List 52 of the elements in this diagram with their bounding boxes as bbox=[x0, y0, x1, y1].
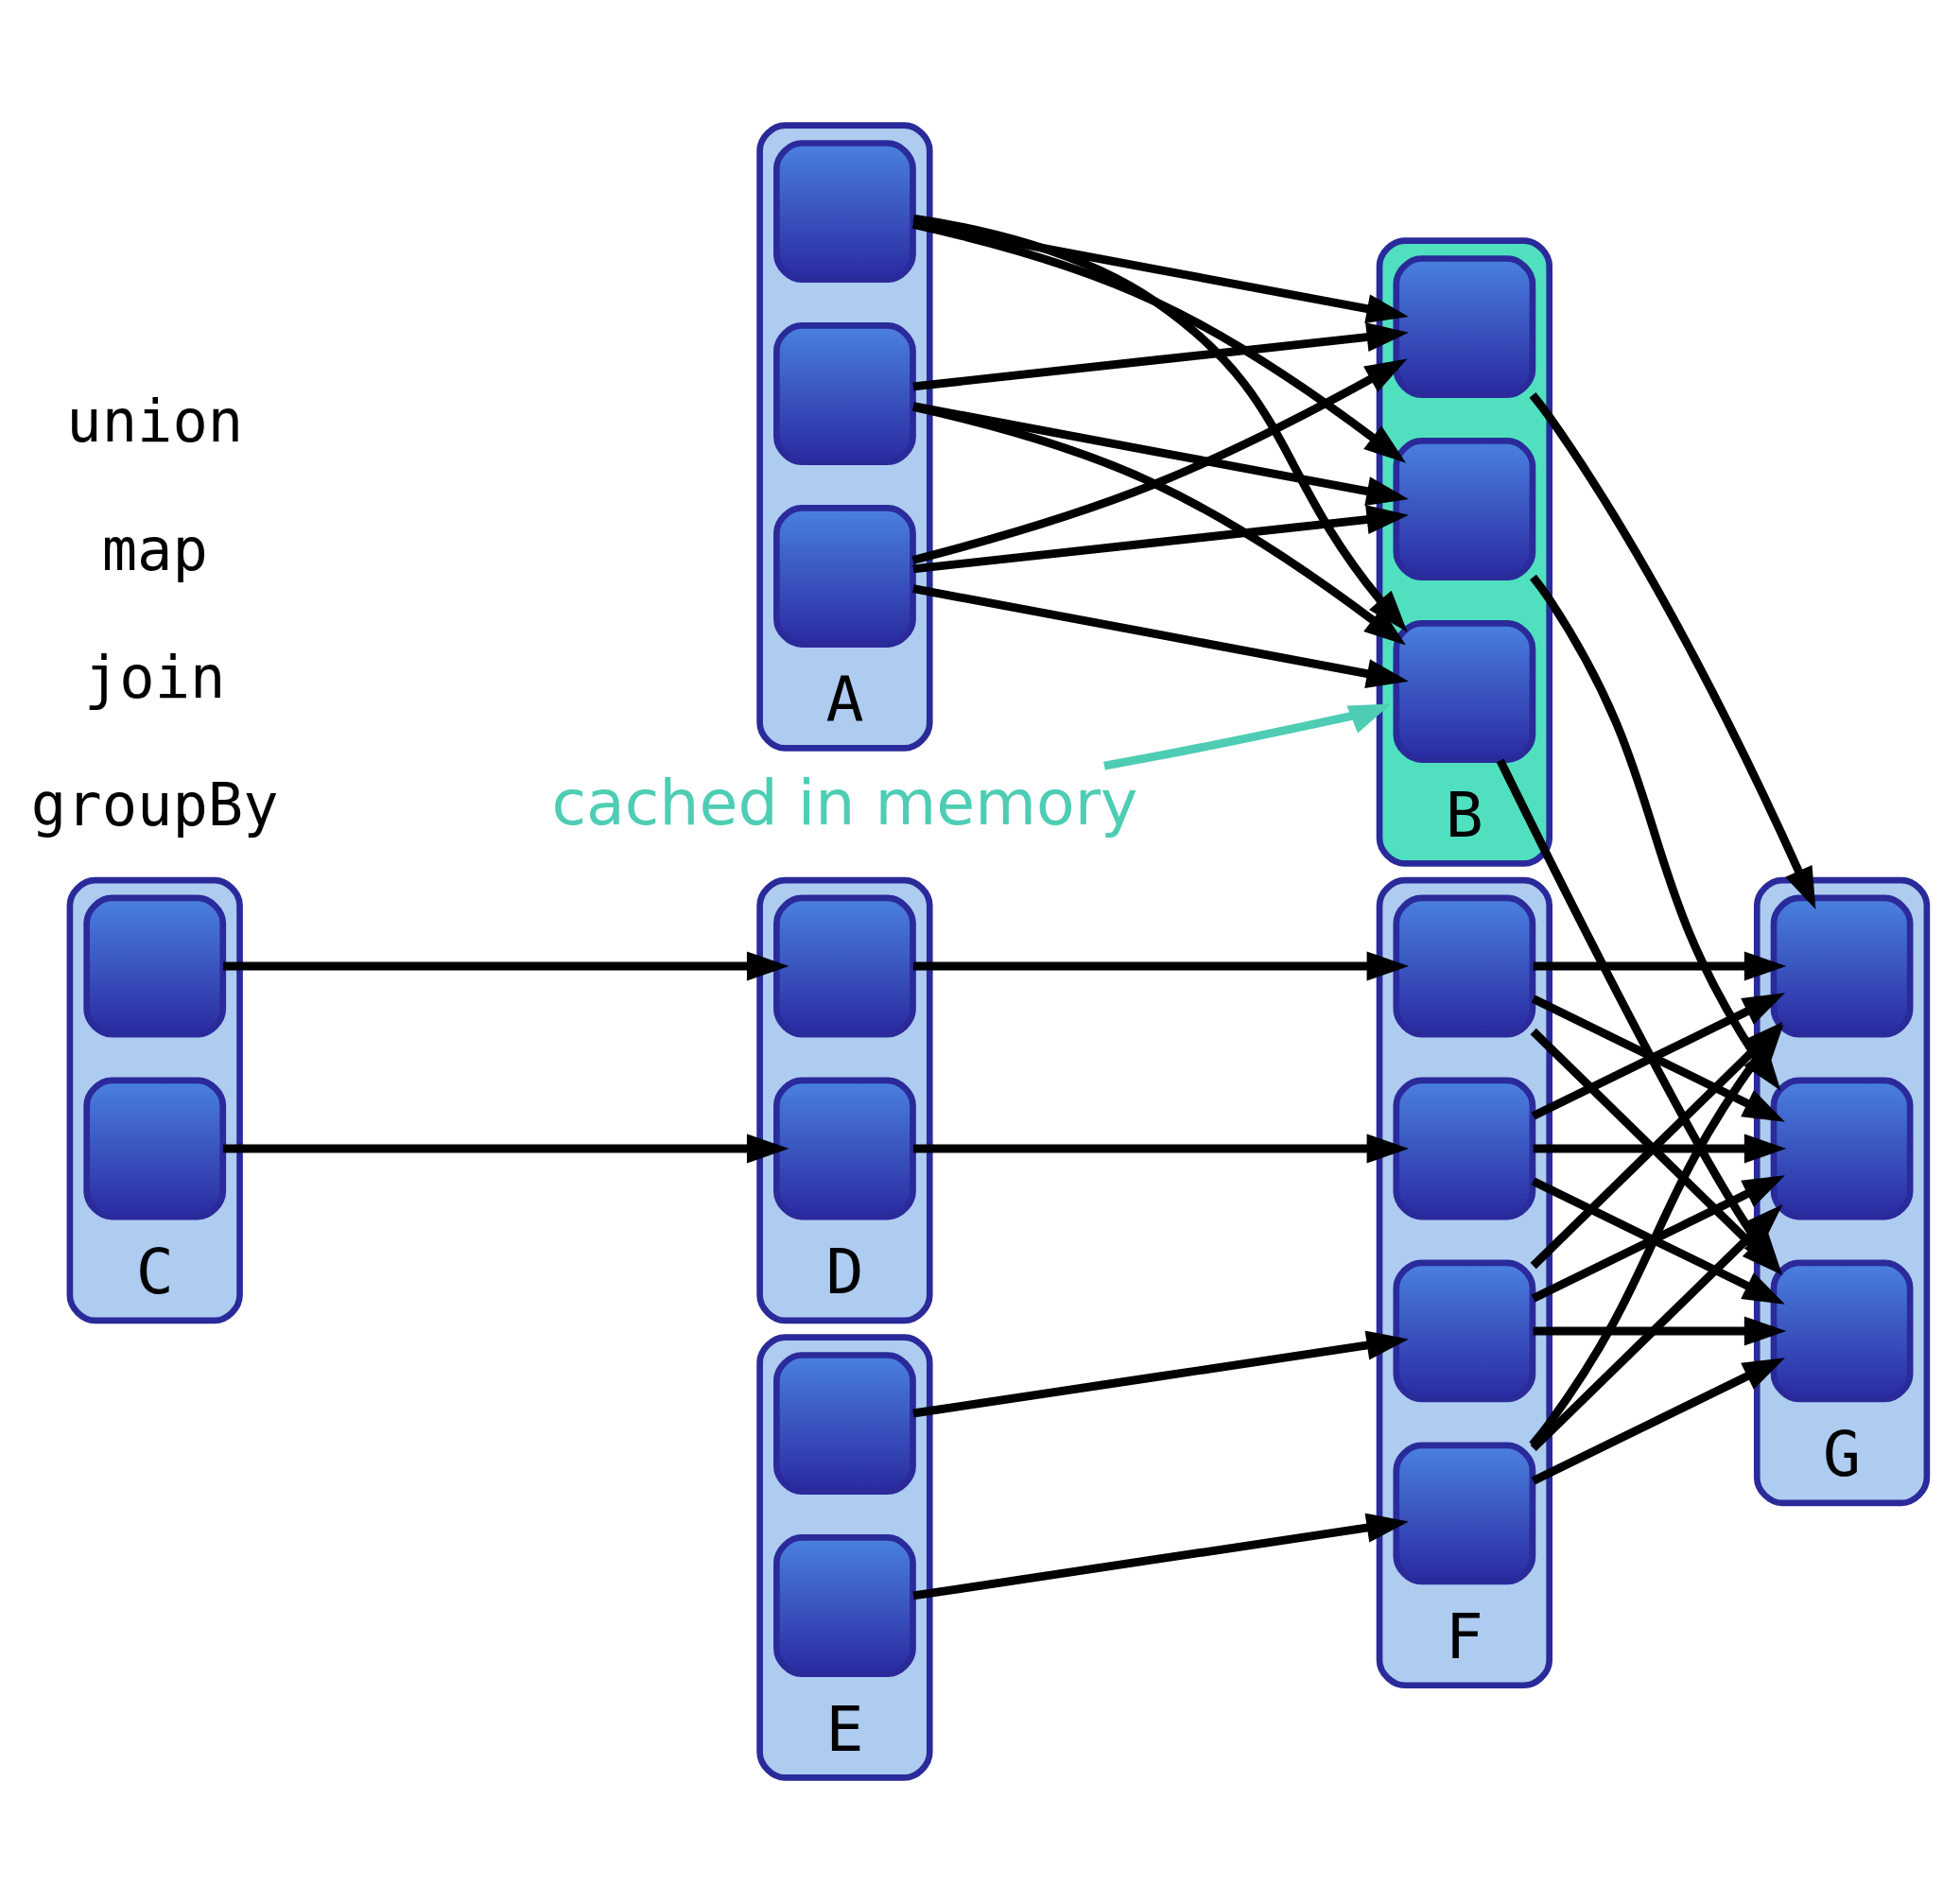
arrow bbox=[912, 1513, 1409, 1600]
node-box bbox=[1393, 894, 1536, 1038]
node-box bbox=[1393, 1259, 1536, 1403]
arrow bbox=[1533, 951, 1787, 981]
node-box bbox=[1770, 1259, 1914, 1403]
cluster: F bbox=[1376, 876, 1552, 1689]
arrow bbox=[912, 505, 1409, 574]
arrow bbox=[912, 584, 1409, 688]
node-box bbox=[773, 140, 916, 283]
node-box bbox=[773, 1077, 916, 1220]
arrow bbox=[911, 358, 1408, 564]
node-text: cached in memory bbox=[551, 766, 1138, 840]
arrow bbox=[912, 322, 1409, 391]
node-box bbox=[1770, 1077, 1914, 1220]
arrow bbox=[912, 219, 1409, 323]
arrow bbox=[223, 951, 789, 981]
arrow bbox=[912, 1330, 1409, 1418]
label: map bbox=[101, 514, 208, 584]
cluster: A bbox=[756, 122, 933, 752]
arrow bbox=[912, 1133, 1410, 1164]
node-box bbox=[1393, 1442, 1536, 1585]
node-box bbox=[1393, 255, 1536, 398]
label: join bbox=[83, 642, 226, 712]
node-box bbox=[773, 505, 916, 648]
arrow bbox=[223, 1133, 789, 1164]
cluster: G bbox=[1753, 876, 1931, 1507]
arrow bbox=[912, 220, 1406, 463]
node-box bbox=[1393, 620, 1536, 763]
arrow bbox=[912, 402, 1409, 506]
arrow bbox=[1533, 1316, 1787, 1346]
node-box bbox=[1393, 438, 1536, 580]
node-box bbox=[83, 1077, 227, 1220]
node-box bbox=[773, 1534, 916, 1677]
cluster: D bbox=[756, 876, 933, 1324]
arrow bbox=[912, 214, 1408, 632]
arrow bbox=[1533, 1133, 1787, 1164]
label: groupBy bbox=[30, 770, 279, 840]
arrow bbox=[912, 951, 1410, 981]
node-box bbox=[773, 1352, 916, 1495]
arrow bbox=[912, 403, 1406, 646]
arrow bbox=[1531, 1358, 1785, 1485]
cluster: E bbox=[756, 1334, 933, 1781]
node-box bbox=[773, 322, 916, 465]
arrow bbox=[1529, 392, 1816, 909]
node-box bbox=[83, 894, 227, 1038]
cluster: B bbox=[1376, 237, 1552, 867]
node-box bbox=[1393, 1077, 1536, 1220]
cluster: C bbox=[66, 876, 243, 1324]
label: union bbox=[66, 387, 244, 457]
node-box bbox=[773, 894, 916, 1038]
node-box bbox=[1770, 894, 1914, 1038]
arrow bbox=[1103, 703, 1392, 770]
